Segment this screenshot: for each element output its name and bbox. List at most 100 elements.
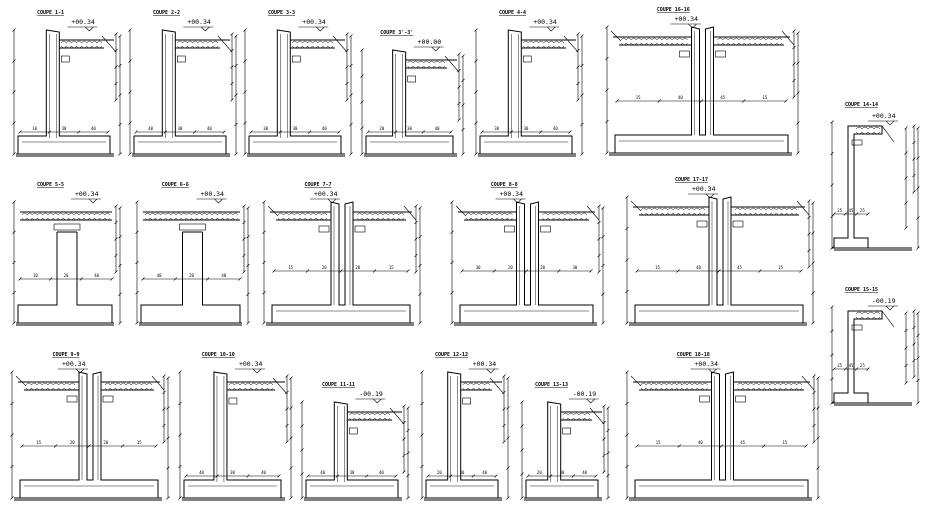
section-title: COUPE 3'-3' — [380, 30, 413, 36]
section-title: COUPE 13-13 — [535, 382, 568, 388]
dimension-tick — [166, 436, 170, 440]
dimension-tick — [420, 464, 424, 469]
dimension-tick — [128, 59, 132, 63]
footing-outline-left — [634, 390, 712, 498]
level-marker — [547, 26, 556, 32]
dimension-tick — [364, 474, 369, 478]
footing-outline — [305, 412, 335, 498]
dimension-tick — [904, 311, 908, 315]
dimension-tick — [418, 321, 422, 325]
dimension-tick — [246, 474, 250, 478]
slab-rebar-right — [356, 217, 405, 221]
section-title: COUPE 17-17 — [675, 177, 708, 183]
dimension-label: 40 — [94, 273, 99, 278]
dimension-tick — [420, 496, 424, 500]
dimension-tick — [12, 28, 16, 32]
dimension-tick — [816, 436, 820, 440]
dimension-tick — [597, 204, 601, 208]
level-label: +00.34 — [187, 18, 211, 26]
slab-rebar-left — [640, 207, 706, 211]
dimension-tick — [243, 121, 247, 125]
dimension-tick — [812, 374, 816, 378]
dimension-tick — [114, 48, 118, 53]
level-marker — [252, 368, 262, 374]
dimension-tick — [457, 85, 461, 89]
dimension-tick — [118, 235, 122, 239]
dimension-tick — [492, 269, 496, 273]
dimension-tick — [916, 401, 920, 405]
dimension-tick — [548, 474, 553, 478]
dimension-tick — [912, 190, 916, 194]
dimension-tick — [460, 269, 464, 273]
slab-rebar-right — [542, 212, 588, 216]
dimension-tick — [262, 200, 266, 204]
dimension-tick — [249, 130, 253, 134]
bearing-pad — [177, 55, 186, 63]
dimension-tick — [625, 464, 629, 469]
dimension-tick — [792, 45, 796, 50]
level-label: +00.34 — [62, 360, 86, 368]
dimension-tick — [506, 496, 510, 500]
dimension-tick — [10, 401, 14, 406]
slab-rebar — [177, 40, 219, 44]
dimension-tick — [811, 261, 815, 265]
dimension-tick — [506, 376, 510, 380]
dimension-tick — [420, 433, 424, 437]
section-title: COUPE 14-14 — [845, 102, 878, 108]
dimension-tick — [811, 321, 815, 325]
footing-outline — [174, 48, 227, 154]
dimension-tick — [246, 206, 250, 210]
dimension-tick — [904, 226, 908, 230]
dimension-label: 30 — [350, 470, 355, 475]
wall-stem — [161, 29, 176, 48]
dimension-tick — [418, 263, 422, 268]
dimension-tick — [234, 34, 238, 38]
dimension-tick — [128, 152, 132, 156]
wall-stem — [392, 49, 407, 68]
dimension-tick — [526, 474, 530, 478]
dimension-label: 30 — [230, 470, 235, 475]
footing-outline — [425, 382, 449, 498]
dimension-tick — [243, 90, 247, 94]
dimension-tick — [414, 270, 418, 274]
dimension-tick — [792, 62, 796, 66]
dimension-tick — [854, 212, 859, 216]
dimension-tick — [243, 59, 247, 63]
bearing-pad-left — [504, 225, 515, 233]
dimension-tick — [242, 220, 246, 225]
bearing-pad-left — [318, 225, 330, 233]
dimension-tick — [306, 474, 310, 478]
dimension-label: 45 — [737, 265, 742, 270]
dimension-tick — [402, 404, 406, 408]
dimension-tick — [699, 99, 704, 103]
level-label: +00.00 — [418, 38, 442, 46]
dimension-tick — [162, 407, 166, 411]
dimension-tick — [576, 65, 580, 69]
dimension-tick — [285, 390, 289, 395]
beam-rebar — [21, 217, 111, 221]
footing-outline-left — [459, 220, 517, 323]
dimension-tick — [912, 375, 916, 379]
dimension-tick — [912, 325, 916, 330]
dimension-tick — [594, 474, 598, 478]
dimension-tick — [300, 424, 304, 428]
dimension-tick — [461, 54, 465, 58]
dimension-tick — [141, 277, 145, 281]
slab-rebar — [523, 45, 565, 49]
dimension-tick — [502, 407, 506, 411]
bearing-pad-left — [66, 395, 78, 403]
section-title: COUPE 11-11 — [322, 382, 355, 388]
section-title: COUPE 18-18 — [677, 352, 710, 358]
slab-rebar-right — [104, 387, 153, 391]
bearing-pad — [407, 75, 416, 83]
dimension-tick — [854, 367, 859, 371]
dimension-tick — [717, 269, 721, 273]
slab-rebar-left — [277, 212, 328, 216]
dimension-tick — [349, 63, 353, 68]
footing-outline — [520, 48, 573, 154]
dimension-tick — [12, 230, 16, 234]
dimension-tick — [602, 420, 606, 425]
dimension-tick — [114, 65, 118, 69]
